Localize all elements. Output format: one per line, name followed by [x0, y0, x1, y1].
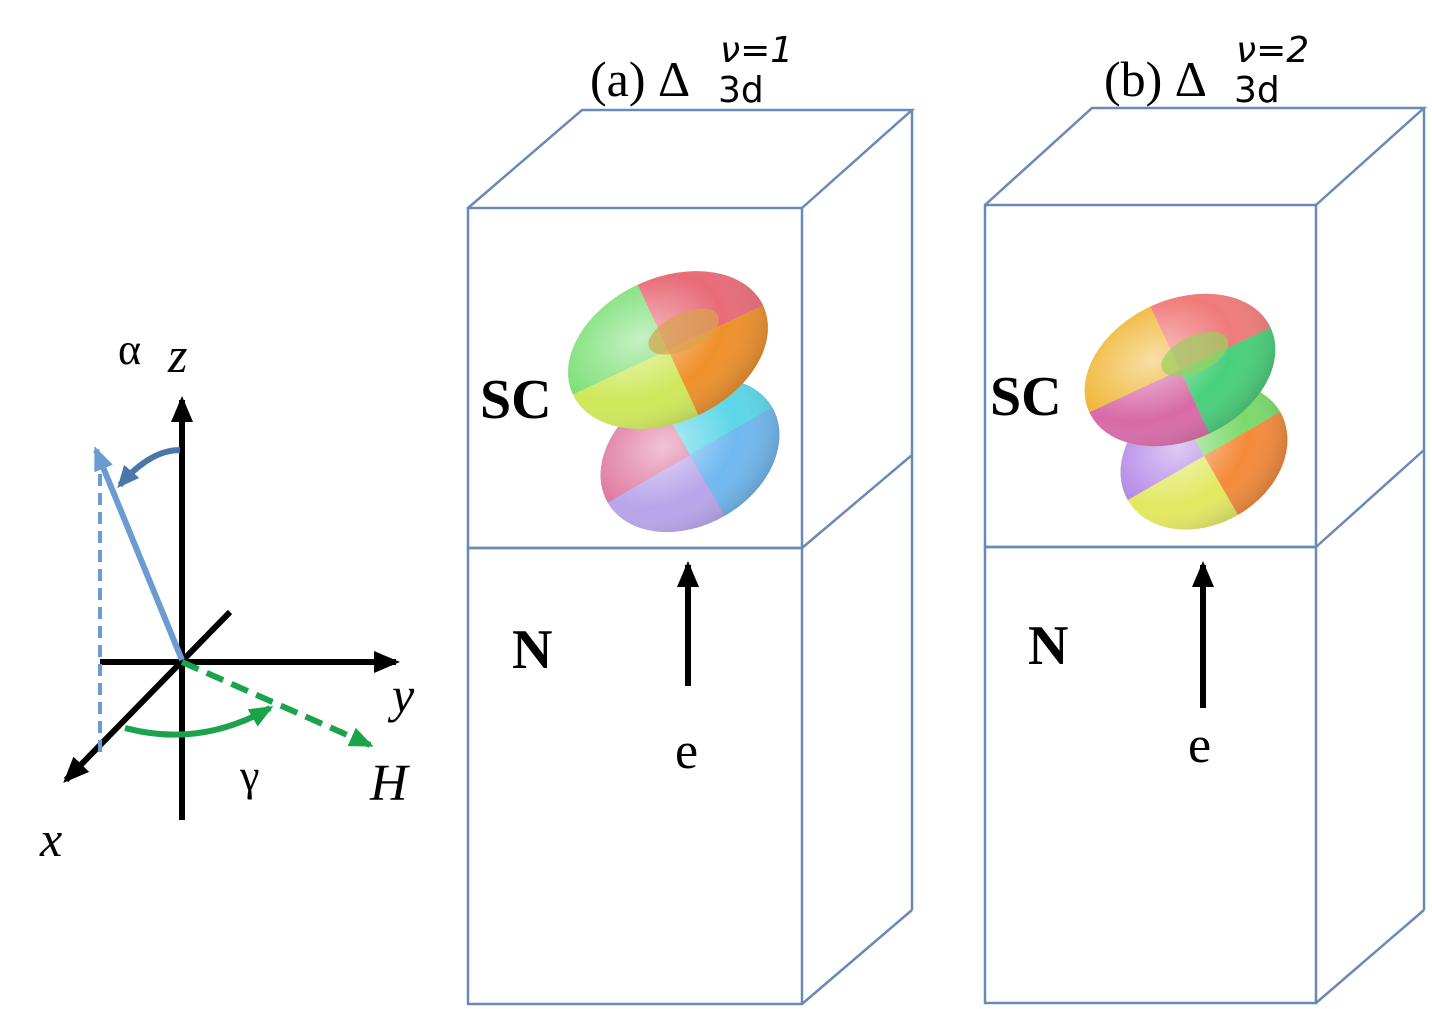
panel-b-title-superscript: ν=2: [1236, 30, 1309, 71]
panel-b: (b) Δ ν=2 3d: [983, 30, 1428, 1005]
h-field-label: H: [369, 755, 410, 812]
panel-b-box: [983, 106, 1428, 1005]
x-axis: [63, 609, 233, 783]
z-axis-label: z: [167, 327, 187, 383]
panel-a: (a) Δ ν=1 3d: [466, 30, 916, 1006]
coordinate-axes: z α y x H γ: [39, 325, 415, 867]
panel-b-sc-label: SC: [990, 366, 1062, 428]
panel-a-n-label: N: [512, 619, 552, 681]
alpha-arc: [117, 447, 181, 489]
panel-a-sc-label: SC: [480, 369, 552, 431]
y-axis-label: y: [387, 667, 415, 723]
panel-a-title-subscript: 3d: [718, 70, 764, 111]
panel-b-e-label: e: [1188, 717, 1211, 774]
panel-b-torus: [1084, 293, 1288, 530]
x-axis-label: x: [39, 811, 62, 867]
panel-b-title-subscript: 3d: [1234, 70, 1280, 111]
panel-a-title-superscript: ν=1: [720, 30, 793, 71]
gamma-label: γ: [239, 751, 259, 800]
panel-a-torus: [568, 271, 780, 533]
panel-a-e-label: e: [675, 723, 698, 780]
panel-a-box: [466, 108, 916, 1006]
alpha-vector: [93, 446, 185, 662]
panel-a-title: (a) Δ: [590, 51, 690, 107]
gamma-arc: [124, 705, 274, 738]
panel-b-n-label: N: [1028, 615, 1068, 677]
alpha-label: α: [118, 325, 141, 374]
panel-b-title: (b) Δ: [1104, 51, 1207, 107]
h-vector: [180, 659, 374, 748]
